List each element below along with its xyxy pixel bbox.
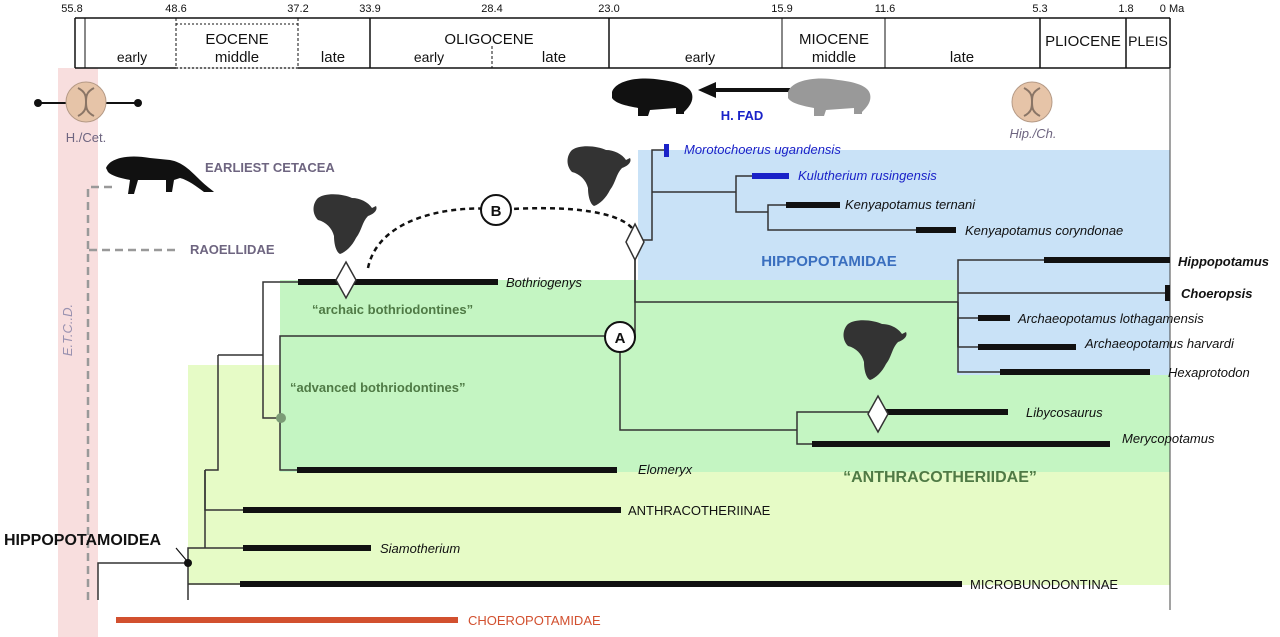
bothriogenys-africa-diamond: [335, 260, 357, 300]
miocene-middle-label: middle: [812, 49, 856, 66]
eocene-epoch-label: EOCENE: [205, 31, 268, 48]
tick-33-9: 33.9: [359, 3, 380, 15]
eocene-middle-label: middle: [215, 49, 259, 66]
taxon-kulutherium: Kulutherium rusingensis: [798, 168, 937, 183]
taxon-merycopotamus: Merycopotamus: [1122, 431, 1215, 446]
africa-icon: [843, 320, 907, 380]
range-bars: [116, 144, 1170, 623]
hippopotamoidea-pointer: [175, 547, 188, 562]
hippopotamoidea-label: HIPPOPOTAMOIDEA: [4, 532, 161, 549]
taxon-libycosaurus: Libycosaurus: [1026, 405, 1103, 420]
taxon-bothriogenys: Bothriogenys: [506, 275, 582, 290]
eocene-late-label: late: [321, 49, 345, 66]
taxon-kenyapotamus-coryndonae: Kenyapotamus coryndonae: [965, 223, 1123, 238]
tick-15-9: 15.9: [771, 3, 792, 15]
etcd-label: E.T.C..D.: [60, 304, 75, 356]
hipch-label: Hip./Ch.: [1010, 126, 1057, 141]
tick-0-ma: 0 Ma: [1160, 3, 1185, 15]
eocene-early-label: early: [117, 49, 147, 65]
oligocene-late-label: late: [542, 49, 566, 66]
node-a-label: A: [615, 330, 626, 347]
taxon-choeropsis: Choeropsis: [1181, 286, 1253, 301]
africa-icon: [313, 194, 377, 254]
taxon-choeropotamidae: CHOEROPOTAMIDAE: [468, 613, 601, 628]
taxon-anthracotheriinae: ANTHRACOTHERIINAE: [628, 503, 771, 518]
taxon-hexaprotodon: Hexaprotodon: [1168, 365, 1250, 380]
cetacea-stem: [86, 185, 112, 600]
miocene-late-label: late: [950, 49, 974, 66]
oligocene-epoch-label: OLIGOCENE: [444, 31, 533, 48]
anthracotheriidae-label: “ANTHRACOTHERIIDAE”: [843, 469, 1037, 486]
taxon-morotochoerus: Morotochoerus ugandensis: [684, 142, 841, 157]
cetacean-silhouette: [106, 156, 214, 194]
oligocene-early-label: early: [414, 49, 444, 65]
hipch-dna-marker: Hip./Ch.: [1010, 81, 1057, 141]
libycosaurus-africa-diamond: [867, 394, 889, 434]
hippo-icon-black: [612, 78, 693, 116]
tick-11-6: 11.6: [875, 3, 896, 15]
taxon-hippopotamus: Hippopotamus: [1178, 254, 1269, 269]
fad-arrowhead: [698, 82, 716, 98]
time-scale: 55.8 48.6 37.2 33.9 28.4 23.0 15.9 11.6 …: [61, 3, 1185, 69]
taxon-archaeopotamus-lothagamensis: Archaeopotamus lothagamensis: [1017, 311, 1204, 326]
hippopotamoidea-node-dot: [184, 559, 192, 567]
pliocene-epoch-label: PLIOCENE: [1045, 33, 1121, 50]
advanced-node-dot: [276, 413, 286, 423]
earliest-cetacea-label: EARLIEST CETACEA: [205, 160, 335, 175]
hippo-silhouettes: H. FAD: [612, 78, 871, 123]
taxon-siamotherium: Siamotherium: [380, 541, 460, 556]
hippo-icon-grey: [788, 78, 871, 116]
node-b-label: B: [491, 203, 502, 220]
archaic-bothriodontines-label: “archaic bothriodontines”: [312, 302, 473, 317]
africa-icon: [567, 146, 631, 206]
h-fad-label: H. FAD: [721, 108, 764, 123]
miocene-epoch-label: MIOCENE: [799, 31, 869, 48]
tick-55-8: 55.8: [61, 3, 82, 15]
hippopotamidae-label: HIPPOPOTAMIDAE: [761, 253, 897, 270]
taxon-elomeryx: Elomeryx: [638, 462, 693, 477]
tree-branches: [97, 149, 1165, 600]
pleistocene-epoch-label: PLEIS: [1128, 33, 1168, 49]
advanced-bothriodontines-label: “advanced bothriodontines”: [290, 380, 466, 395]
raoellidae-label: RAOELLIDAE: [190, 242, 275, 257]
taxon-microbunodontinae: MICROBUNODONTINAE: [970, 577, 1118, 592]
etcd-band: [58, 68, 98, 637]
hippopotamidae-region-step: [957, 280, 1170, 375]
node-b-circle: [480, 194, 512, 226]
hippo-africa-diamond: [625, 222, 645, 262]
taxon-archaeopotamus-harvardi: Archaeopotamus harvardi: [1084, 336, 1235, 351]
tick-1-8: 1.8: [1118, 3, 1133, 15]
hcet-label: H./Cet.: [66, 130, 106, 145]
miocene-early-label: early: [685, 49, 715, 65]
tick-5-3: 5.3: [1032, 3, 1047, 15]
tick-37-2: 37.2: [287, 3, 308, 15]
tick-23-0: 23.0: [598, 3, 619, 15]
hcet-dna-marker: H./Cet.: [34, 81, 142, 145]
node-a-circle: [604, 321, 636, 353]
taxon-kenyapotamus-ternani: Kenyapotamus ternani: [845, 197, 976, 212]
tick-28-4: 28.4: [481, 3, 502, 15]
tick-48-6: 48.6: [165, 3, 186, 15]
